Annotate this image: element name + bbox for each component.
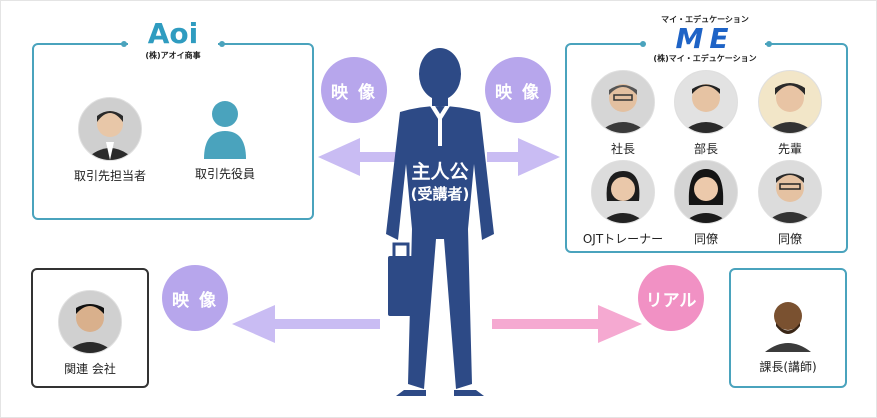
instructor-label: 課長(講師) (759, 360, 817, 374)
me-person-ojt-trainer-label: OJTトレーナー (582, 232, 664, 246)
aoi-logo-dot-left (121, 41, 127, 47)
person-photo-icon (591, 70, 655, 134)
me-logo-dot-right (766, 41, 772, 47)
me-logo-top: マイ・エデュケーション (661, 15, 749, 24)
aoi-logo: Aoi (株)アオイ商事 (128, 18, 218, 66)
me-person-colleague-2: 同僚 (745, 160, 835, 247)
arrow-left-top (318, 138, 410, 176)
me-logo-text: ME (675, 22, 735, 55)
me-person-president: 社長 (578, 70, 668, 157)
aoi-person-executive-label: 取引先役員 (194, 167, 255, 181)
person-photo-icon (758, 160, 822, 224)
aoi-logo-dot-right (219, 41, 225, 47)
protagonist-title: 主人公 (411, 161, 469, 183)
person-photo-icon (674, 70, 738, 134)
video-circle-top-left: 映 像 (321, 57, 387, 123)
aoi-person-contact: 取引先担当者 (65, 97, 155, 184)
protagonist-label: 主人公 (受講者) (395, 160, 485, 204)
arrow-left-bottom (232, 305, 380, 343)
person-photo-icon (757, 290, 819, 352)
arrow-right-bottom (492, 305, 642, 343)
me-person-ojt-trainer: OJTトレーナー (578, 160, 668, 247)
aoi-logo-text: Aoi (147, 17, 199, 50)
me-person-manager-label: 部長 (693, 142, 718, 156)
me-company-name: (株)マイ・エデュケーション (653, 54, 757, 63)
me-person-senior-label: 先輩 (777, 142, 802, 156)
person-photo-icon (78, 97, 142, 161)
aoi-person-executive: 取引先役員 (180, 97, 270, 182)
me-logo-dot-left (640, 41, 646, 47)
instructor-person: 課長(講師) (743, 290, 833, 375)
me-person-colleague-2-label: 同僚 (777, 232, 802, 246)
businessman-silhouette-icon (386, 48, 494, 396)
me-person-colleague-1-label: 同僚 (693, 232, 718, 246)
me-person-senior: 先輩 (745, 70, 835, 157)
person-photo-icon (591, 160, 655, 224)
me-person-colleague-1: 同僚 (661, 160, 751, 247)
me-logo: マイ・エデュケーション ME (株)マイ・エデュケーション (645, 14, 765, 66)
video-circle-bottom-left: 映 像 (162, 265, 228, 331)
person-silhouette-icon (194, 97, 256, 159)
person-photo-icon (758, 70, 822, 134)
me-person-president-label: 社長 (610, 142, 635, 156)
aoi-person-contact-label: 取引先担当者 (73, 169, 146, 183)
real-circle-bottom-right: リアル (638, 265, 704, 331)
protagonist-subtitle: (受講者) (410, 185, 470, 203)
me-person-manager: 部長 (661, 70, 751, 157)
person-photo-icon (58, 290, 122, 354)
arrow-right-top (487, 138, 560, 176)
related-company-label: 関連 会社 (64, 362, 116, 376)
person-photo-icon (674, 160, 738, 224)
aoi-company-name: (株)アオイ商事 (145, 51, 201, 60)
video-circle-top-right: 映 像 (485, 57, 551, 123)
related-company-person: 関連 会社 (45, 290, 135, 377)
